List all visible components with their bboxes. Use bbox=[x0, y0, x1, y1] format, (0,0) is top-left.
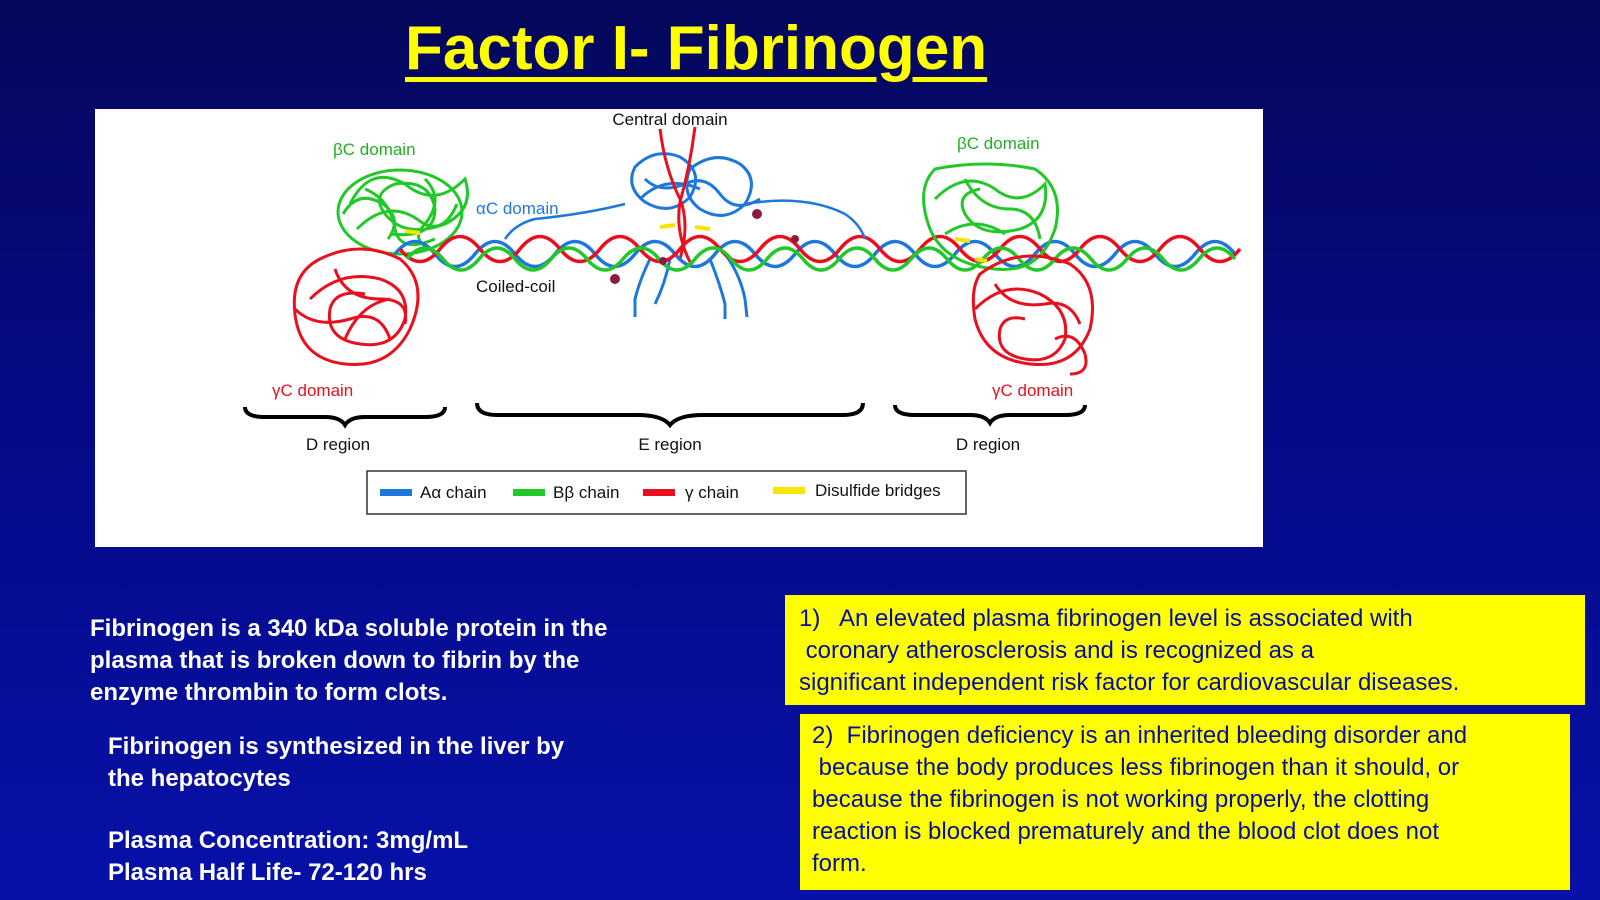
legend-swatch-gamma bbox=[643, 489, 675, 496]
gamma-c-domain-left-label: γC domain bbox=[272, 381, 353, 400]
plasma-half-life: Plasma Half Life- 72-120 hrs bbox=[108, 859, 427, 886]
beta-c-domain-left-label: βC domain bbox=[333, 140, 416, 159]
legend-swatch-disulfide bbox=[773, 487, 805, 494]
coiled-coil-label: Coiled-coil bbox=[476, 277, 555, 296]
note-box-line: because the fibrinogen is not working pr… bbox=[812, 786, 1430, 813]
note-box-line: 1) An elevated plasma fibrinogen level i… bbox=[799, 605, 1413, 632]
synthesis-paragraph: Fibrinogen is synthesized in the liver b… bbox=[108, 731, 564, 795]
gamma-c-domain-right-globule bbox=[971, 254, 1094, 376]
note-box-line: 2) Fibrinogen deficiency is an inherited… bbox=[812, 722, 1468, 749]
alpha-c-domain-loops bbox=[503, 199, 867, 240]
legend-swatch-b-beta bbox=[513, 489, 545, 496]
note-box-elevated-fibrinogen: 1) An elevated plasma fibrinogen level i… bbox=[785, 595, 1585, 705]
legend-swatch-a-alpha bbox=[380, 489, 412, 496]
gamma-c-domain-right-label: γC domain bbox=[992, 381, 1073, 400]
legend-label-gamma: γ chain bbox=[685, 483, 739, 502]
description-line: Fibrinogen is a 340 kDa soluble protein … bbox=[90, 615, 608, 642]
note-box-line: significant independent risk factor for … bbox=[799, 669, 1460, 696]
note-box-line: coronary atherosclerosis and is recogniz… bbox=[799, 637, 1314, 664]
d-region-right-label: D region bbox=[956, 435, 1020, 454]
note-box-fibrinogen-deficiency: 2) Fibrinogen deficiency is an inherited… bbox=[800, 714, 1570, 890]
legend-item-disulfide: Disulfide bridges bbox=[773, 481, 941, 500]
description-line: enzyme thrombin to form clots. bbox=[90, 679, 448, 706]
legend-label-disulfide: Disulfide bridges bbox=[815, 481, 941, 500]
note-box-line: form. bbox=[812, 850, 867, 877]
central-domain-red-strands bbox=[658, 126, 697, 263]
plasma-stats: Plasma Concentration: 3mg/mL Plasma Half… bbox=[108, 825, 468, 889]
slide-title: Factor I- Fibrinogen bbox=[405, 14, 988, 83]
note-box-line: because the body produces less fibrinoge… bbox=[812, 754, 1460, 781]
disulfide-bridge-marks bbox=[404, 223, 988, 263]
fibrinogen-structure-diagram: Central domain βC domain βC domain αC do… bbox=[243, 110, 1242, 515]
description-paragraph: Fibrinogen is a 340 kDa soluble protein … bbox=[90, 613, 607, 709]
chain-legend: Aα chain Bβ chain γ chain Disulfide brid… bbox=[366, 470, 967, 515]
description-line: plasma that is broken down to fibrin by … bbox=[90, 647, 580, 674]
legend-item-gamma: γ chain bbox=[643, 483, 739, 502]
beta-c-domain-right-label: βC domain bbox=[957, 134, 1040, 153]
fibrinogen-structure-figure: Central domain βC domain βC domain αC do… bbox=[95, 109, 1263, 547]
d-region-left-label: D region bbox=[306, 435, 370, 454]
alpha-c-domain-label: αC domain bbox=[476, 199, 559, 218]
beta-c-domain-right-globule bbox=[922, 162, 1059, 271]
e-region-label: E region bbox=[638, 435, 701, 454]
legend-item-b-beta: Bβ chain bbox=[513, 483, 619, 502]
central-domain-label: Central domain bbox=[612, 110, 727, 129]
synthesis-line: the hepatocytes bbox=[108, 765, 291, 792]
synthesis-line: Fibrinogen is synthesized in the liver b… bbox=[108, 733, 565, 760]
region-braces bbox=[243, 402, 1087, 429]
coiled-coil-helices bbox=[393, 234, 1242, 272]
central-domain-globule bbox=[630, 152, 761, 217]
plasma-concentration: Plasma Concentration: 3mg/mL bbox=[108, 827, 469, 854]
alpha-c-knobs bbox=[610, 209, 799, 284]
legend-label-a-alpha: Aα chain bbox=[420, 483, 487, 502]
gamma-c-domain-left-globule bbox=[292, 247, 420, 367]
legend-label-b-beta: Bβ chain bbox=[553, 483, 619, 502]
note-box-line: reaction is blocked prematurely and the … bbox=[812, 818, 1440, 845]
legend-item-a-alpha: Aα chain bbox=[380, 483, 487, 502]
